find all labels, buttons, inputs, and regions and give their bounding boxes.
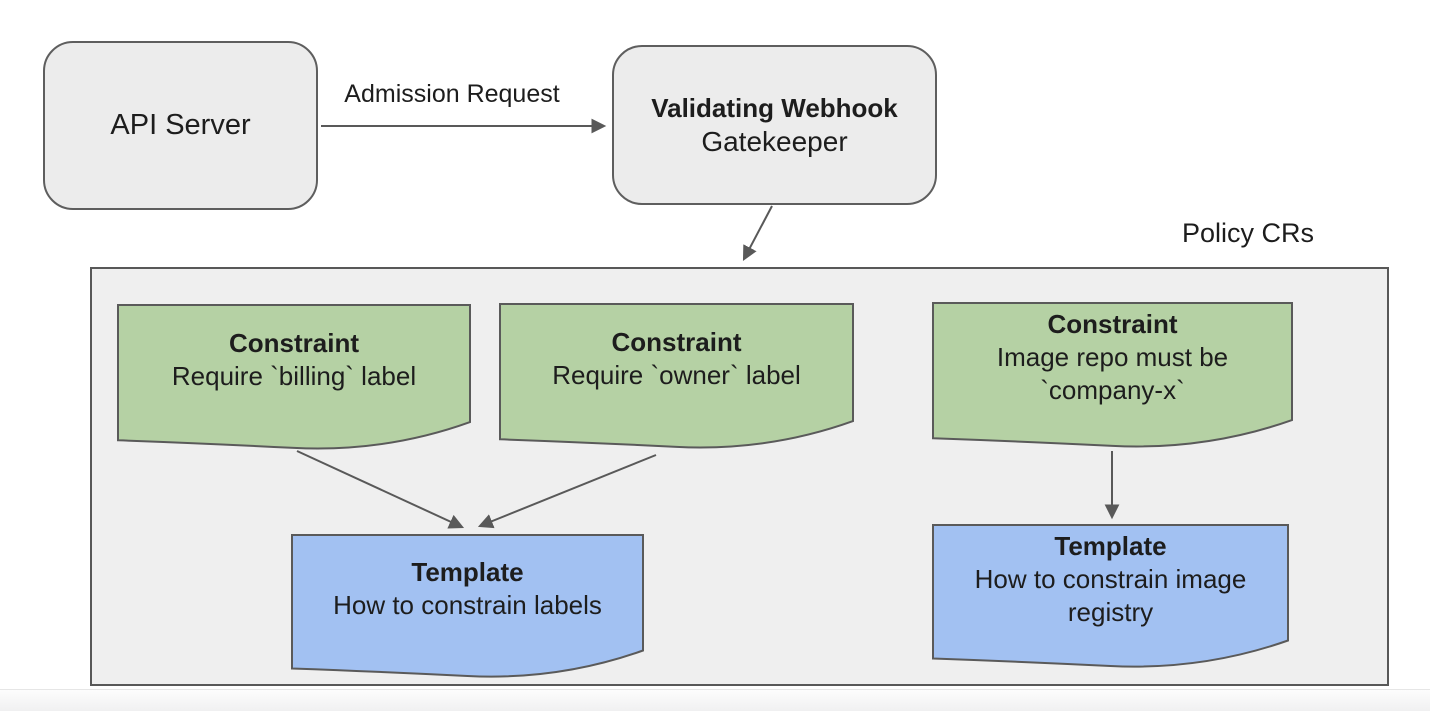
admission-request-label: Admission Request <box>344 80 560 108</box>
bottom-strip <box>0 689 1430 711</box>
document-shape <box>933 303 1292 455</box>
constraint-body: Require `owner` label <box>552 359 801 390</box>
doc-constraint-billing: Constraint Require `billing` label <box>118 305 470 457</box>
node-api-server: API Server <box>43 41 318 210</box>
document-shape <box>500 304 853 456</box>
webhook-subtitle: Gatekeeper <box>701 126 848 157</box>
doc-constraint-owner: Constraint Require `owner` label <box>500 304 853 456</box>
document-shape <box>118 305 470 457</box>
policy-crs-label: Policy CRs <box>1181 218 1315 248</box>
constraint-title: Constraint <box>611 326 742 357</box>
api-server-label: API Server <box>110 109 251 141</box>
constraint-body: Require `billing` label <box>171 360 417 391</box>
doc-template-labels: Template How to constrain labels <box>292 535 643 685</box>
doc-template-image-registry: Template How to constrain image registry <box>933 525 1288 675</box>
document-shape <box>933 525 1288 675</box>
arrow-webhook-to-policies <box>742 205 773 261</box>
template-body: How to constrain labels <box>333 590 602 620</box>
document-shape <box>292 535 643 685</box>
constraint-title: Constraint <box>229 327 359 358</box>
webhook-title: Validating Webhook <box>651 93 898 123</box>
constraint-title: Constraint <box>1047 309 1178 340</box>
node-validating-webhook: Validating Webhook Gatekeeper <box>612 45 937 205</box>
template-title: Template <box>411 557 524 587</box>
constraint-body: Image repo must be `company-x` <box>996 342 1229 406</box>
template-title: Template <box>1054 530 1167 561</box>
template-body: How to constrain image registry <box>974 563 1247 627</box>
doc-constraint-image-repo: Constraint Image repo must be `company-x… <box>933 303 1292 455</box>
